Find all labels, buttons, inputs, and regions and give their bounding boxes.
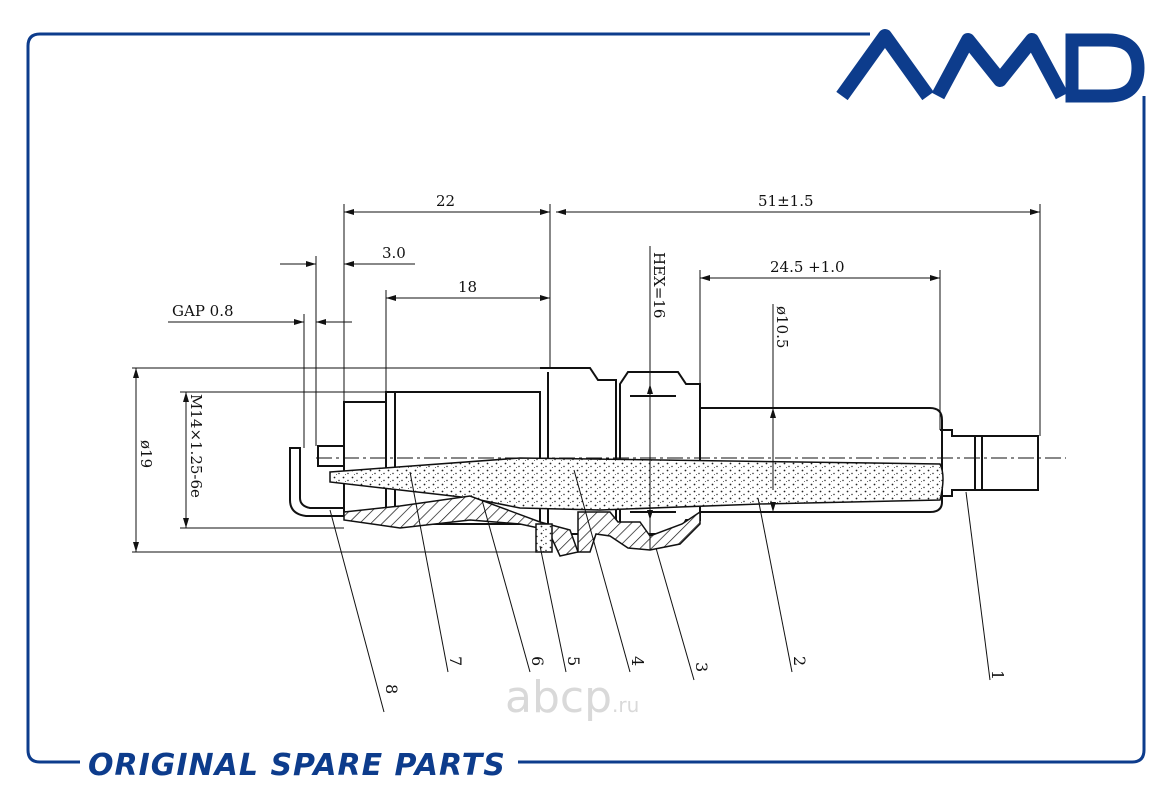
dia-10-label: ø10.5 (773, 306, 791, 348)
thread-label: M14×1.25-6e (187, 394, 205, 498)
callout-8: 8 (382, 684, 401, 694)
amd-logo (836, 29, 1145, 103)
hex-label: HEX=16 (650, 252, 668, 318)
dim-18-label: 18 (458, 278, 477, 296)
callout-2: 2 (790, 656, 809, 666)
callout-1: 1 (988, 670, 1007, 680)
shell-section (343, 495, 579, 557)
callout-6: 6 (528, 656, 547, 666)
dimension-arrowheads (133, 209, 1040, 552)
frame-border (26, 32, 1146, 764)
gap-label: GAP 0.8 (172, 302, 234, 320)
callout-7: 7 (446, 656, 465, 666)
watermark-text: abcp (505, 672, 613, 723)
dim-22-label: 22 (436, 192, 455, 210)
dia-19-label: ø19 (137, 440, 155, 468)
footer-tagline: ORIGINAL SPARE PARTS (88, 748, 506, 783)
watermark: abcp.ru (505, 672, 639, 723)
dim-24-label: 24.5 +1.0 (770, 258, 845, 276)
shell-lower (577, 510, 701, 553)
watermark-suffix: .ru (612, 693, 640, 717)
sealing-gasket (535, 523, 553, 553)
callout-5: 5 (564, 656, 583, 666)
dim-3-label: 3.0 (382, 244, 406, 262)
dim-51-label: 51±1.5 (758, 192, 814, 210)
callout-4: 4 (628, 656, 647, 666)
dimension-lines (132, 204, 1041, 713)
callout-3: 3 (692, 662, 711, 672)
